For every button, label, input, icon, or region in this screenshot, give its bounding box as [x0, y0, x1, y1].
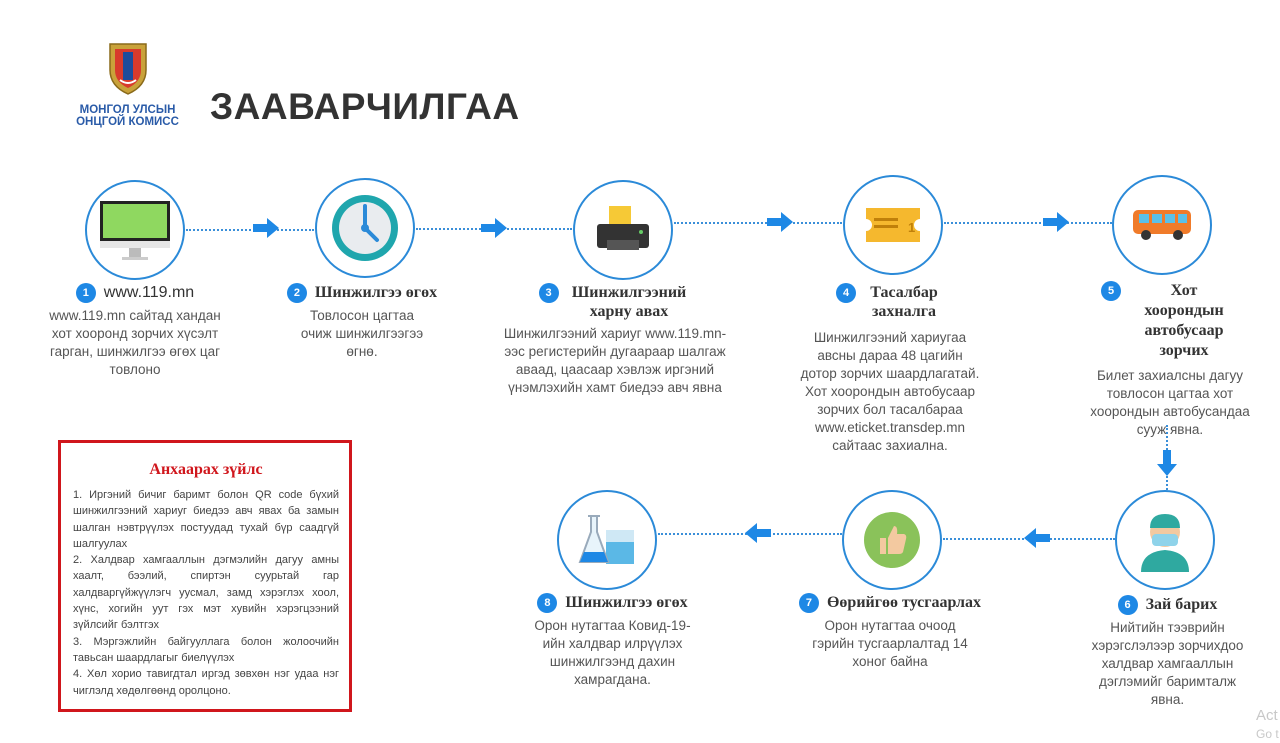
step-number-badge: 1 [75, 283, 96, 303]
step-7: 7 Өөрийгөө тусгаарлах Орон нутагтаа очоод… [780, 593, 1000, 671]
step-7-icon-circle [842, 490, 942, 590]
lab-flask-icon [578, 515, 634, 564]
step-title: Шинжилгээний харну авах [571, 284, 687, 320]
step-8-icon-circle [557, 490, 657, 590]
step-2-icon-circle [315, 178, 415, 278]
connector [944, 222, 1112, 224]
watermark-line-2: Go t [1256, 727, 1279, 741]
step-number-badge: 8 [537, 593, 558, 613]
step-description: Шинжилгээний хариугаа авсны дараа 48 цаг… [800, 330, 980, 453]
ticket-icon: 1 [866, 208, 920, 242]
step-description: Орон нутагтаа очоод гэрийн тусгаарлалтад… [812, 618, 968, 669]
step-3: 3 Шинжилгээний харну авах Шинжилгээний ха… [495, 283, 735, 397]
step-6: 6 Зай барих Нийтийн тээврийн хэрэгслэлээр… [1085, 595, 1250, 709]
step-1: 1 www.119.mn www.119.mn сайтад хандан хот… [40, 283, 230, 379]
step-title: Хот хоорондын автобусаар зорчих [1144, 282, 1224, 359]
logo-line-2: ОНЦГОЙ КОМИСС [76, 116, 179, 128]
arrow-right-icon [481, 218, 507, 238]
step-number-badge: 5 [1101, 281, 1121, 301]
computer-monitor-icon [100, 201, 170, 260]
step-title: Өөрийгөө тусгаарлах [826, 594, 982, 611]
arrow-right-icon [253, 218, 279, 238]
notice-item: 4. Хөл хорио тавигдтал иргэд зөвхөн нэг … [73, 668, 339, 697]
watermark-line-1: Act [1256, 707, 1278, 724]
step-title: Зай барих [1145, 596, 1218, 613]
step-heading: 7 Өөрийгөө тусгаарлах [780, 593, 1000, 613]
step-title: Шинжилгээ өгөх [565, 594, 688, 611]
step-3-icon-circle [573, 180, 673, 280]
step-heading: 4 Тасалбар захналга [790, 283, 990, 321]
step-description: www.119.mn сайтад хандан хот хооронд зор… [49, 308, 221, 377]
doctor-mask-icon [1141, 514, 1189, 572]
arrow-left-icon [745, 523, 771, 543]
notice-title: Анхаарах зүйлс [149, 461, 263, 478]
logo-text: МОНГОЛ УЛСЫН ОНЦГОЙ КОМИСС [70, 104, 185, 128]
notice-item: 3. Мэргэжлийн байгууллага болон жолоочий… [73, 635, 339, 664]
step-title: Тасалбар захналга [870, 284, 938, 320]
step-description: Билет захиалсны дагуу товлосон цагтаа хо… [1090, 368, 1250, 437]
arrow-left-icon [1024, 528, 1050, 548]
step-2: 2 Шинжилгээ өгөх Товлосон цагтаа очиж шин… [272, 283, 452, 361]
svg-text:1: 1 [908, 220, 915, 235]
thumbs-up-icon [864, 512, 920, 568]
step-number-badge: 2 [286, 283, 307, 303]
step-5-icon-circle [1112, 175, 1212, 275]
logo-line-1: МОНГОЛ УЛСЫН [79, 104, 176, 116]
step-description: Шинжилгээний хариуг www.119.mn-ээс регис… [503, 326, 727, 395]
notice-box: Анхаарах зүйлс 1. Иргэний бичиг баримт б… [58, 440, 352, 712]
step-heading: 3 Шинжилгээний харну авах [495, 283, 735, 321]
arrow-down-icon [1157, 450, 1177, 476]
notice-item: 1. Иргэний бичиг баримт болон QR code бү… [73, 489, 339, 550]
step-6-icon-circle [1115, 490, 1215, 590]
step-description: Товлосон цагтаа очиж шинжилгээгээ өгнө. [300, 308, 424, 359]
step-heading: 8 Шинжилгээ өгөх [525, 593, 700, 613]
step-number-badge: 3 [538, 283, 559, 303]
arrow-right-icon [767, 212, 793, 232]
bus-icon [1133, 210, 1191, 240]
step-5: 5 Хот хоорондын автобусаар зорчих Билет з… [1070, 281, 1270, 439]
connector [674, 222, 842, 224]
step-description: Нийтийн тээврийн хэрэгслэлээр зорчихдоо … [1091, 620, 1244, 707]
step-number-badge: 4 [836, 283, 856, 303]
step-4-icon-circle: 1 [843, 175, 943, 275]
activation-watermark: Act Go t [1256, 707, 1279, 743]
step-description: Орон нутагтаа Ковид-19-ийн халдвар илрүү… [534, 618, 691, 687]
step-title: Шинжилгээ өгөх [314, 284, 438, 301]
step-number-badge: 6 [1117, 595, 1138, 615]
arrow-right-icon [1043, 212, 1069, 232]
step-title: www.119.mn [103, 284, 195, 301]
connector [186, 229, 314, 231]
notice-item: 2. Халдвар хамгааллын дэгмэлийн дагуу ам… [73, 554, 339, 632]
step-4: 4 Тасалбар захналга Шинжилгээний хариугаа… [790, 283, 990, 455]
step-heading: 6 Зай барих [1085, 595, 1250, 615]
step-8: 8 Шинжилгээ өгөх Орон нутагтаа Ковид-19-и… [525, 593, 700, 689]
step-heading: 5 Хот хоорондын автобусаар зорчих [1070, 281, 1270, 361]
step-1-icon-circle [85, 180, 185, 280]
step-heading: 1 www.119.mn [40, 283, 230, 303]
step-number-badge: 7 [798, 593, 819, 613]
commission-emblem-logo [106, 40, 150, 96]
step-heading: 2 Шинжилгээ өгөх [272, 283, 452, 303]
page-title: ЗААВАРЧИЛГАА [210, 86, 520, 127]
printer-icon [597, 206, 649, 250]
clock-icon [332, 195, 398, 261]
